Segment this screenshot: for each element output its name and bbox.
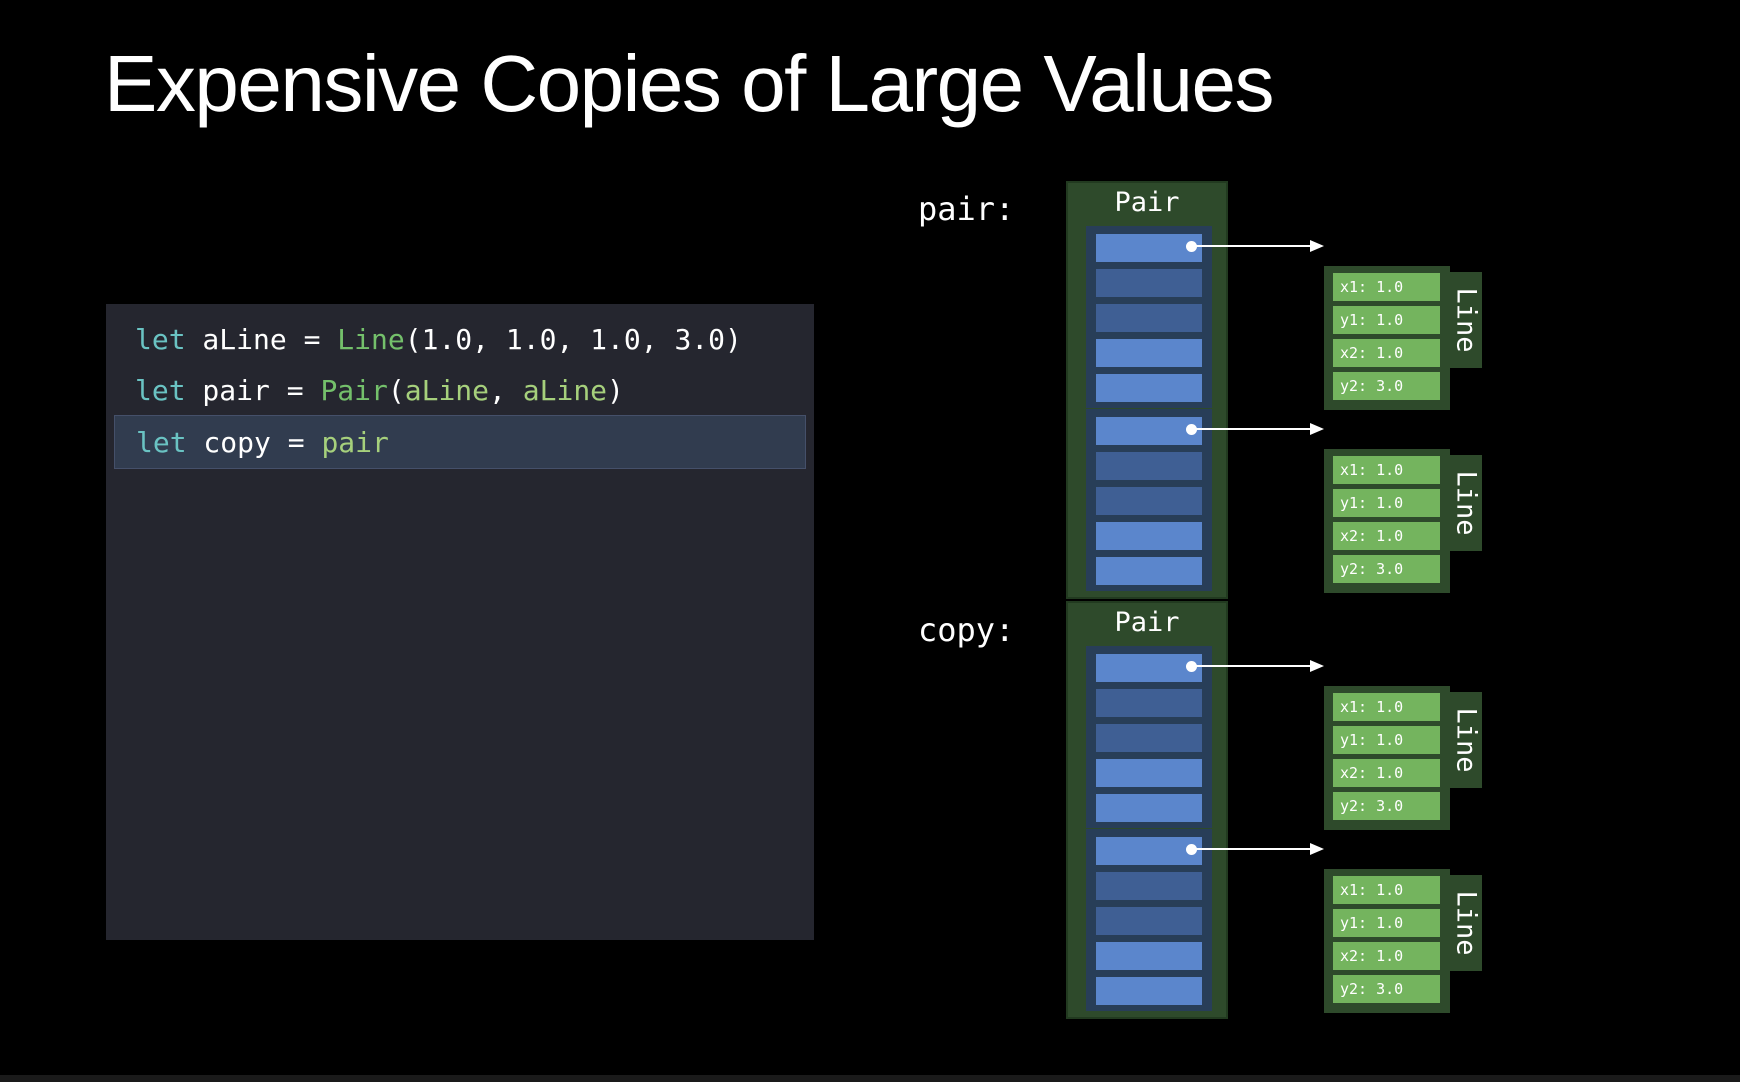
keyword-token: let <box>135 374 186 407</box>
storage-slot <box>1096 452 1202 480</box>
storage-slot <box>1096 794 1202 822</box>
storage-slot <box>1096 942 1202 970</box>
code-token: ) <box>607 374 624 407</box>
storage-slot <box>1096 417 1202 445</box>
arrow-head <box>1310 240 1324 252</box>
line-field-x1: x1: 1.0 <box>1333 456 1440 484</box>
line-field-y1: y1: 1.0 <box>1333 489 1440 517</box>
line-type-tab: Line <box>1450 455 1482 551</box>
line-struct-box: x1: 1.0 y1: 1.0 x2: 1.0 y2: 3.0 <box>1324 686 1450 830</box>
pair-field-group <box>1086 829 1212 1011</box>
arrow-head <box>1310 423 1324 435</box>
pointer-arrow <box>1192 848 1312 850</box>
line-field-y2: y2: 3.0 <box>1333 555 1440 583</box>
line-field-x2: x2: 1.0 <box>1333 759 1440 787</box>
line-field-y1: y1: 1.0 <box>1333 726 1440 754</box>
pair-field-group <box>1086 226 1212 408</box>
line-field-y1: y1: 1.0 <box>1333 909 1440 937</box>
type-token: Pair <box>320 374 388 407</box>
slide-title: Expensive Copies of Large Values <box>104 39 1275 128</box>
storage-slot <box>1096 522 1202 550</box>
code-editor: let aLine = Line(1.0, 1.0, 1.0, 3.0) let… <box>106 304 814 940</box>
pair-type-label: Pair <box>1114 607 1180 638</box>
storage-slot <box>1096 977 1202 1005</box>
code-token: pair = <box>185 374 321 407</box>
code-token: ( <box>387 374 405 407</box>
line-type-tab: Line <box>1450 692 1482 788</box>
line-struct-box: x1: 1.0 y1: 1.0 x2: 1.0 y2: 3.0 <box>1324 869 1450 1013</box>
line-type-label: Line <box>1450 707 1482 773</box>
pair-field-group <box>1086 409 1212 591</box>
line-field-x2: x2: 1.0 <box>1333 942 1440 970</box>
pointer-arrow <box>1192 428 1312 430</box>
line-field-y2: y2: 3.0 <box>1333 372 1440 400</box>
storage-slot <box>1096 689 1202 717</box>
arrow-head <box>1310 660 1324 672</box>
pair-field-group <box>1086 646 1212 828</box>
code-token: copy = <box>186 426 322 459</box>
code-token: , <box>489 374 523 407</box>
pointer-dot <box>1186 844 1197 855</box>
arrow-head <box>1310 843 1324 855</box>
pair-type-label: Pair <box>1114 187 1180 218</box>
code-line-3: let copy = pair <box>114 415 806 469</box>
storage-slot <box>1096 837 1202 865</box>
line-field-y2: y2: 3.0 <box>1333 792 1440 820</box>
storage-slot <box>1096 269 1202 297</box>
line-field-y1: y1: 1.0 <box>1333 306 1440 334</box>
variable-token: pair <box>321 426 389 459</box>
pointer-dot <box>1186 661 1197 672</box>
storage-slot <box>1096 872 1202 900</box>
storage-slot <box>1096 487 1202 515</box>
line-struct-box: x1: 1.0 y1: 1.0 x2: 1.0 y2: 3.0 <box>1324 449 1450 593</box>
keyword-token: let <box>135 323 186 356</box>
line-type-tab: Line <box>1450 875 1482 971</box>
line-field-x2: x2: 1.0 <box>1333 522 1440 550</box>
storage-slot <box>1096 724 1202 752</box>
type-token: Line <box>337 323 405 356</box>
storage-slot <box>1096 654 1202 682</box>
pointer-dot <box>1186 424 1197 435</box>
line-field-x1: x1: 1.0 <box>1333 693 1440 721</box>
pointer-dot <box>1186 241 1197 252</box>
line-field-y2: y2: 3.0 <box>1333 975 1440 1003</box>
code-token: (1.0, 1.0, 1.0, 3.0) <box>404 323 742 356</box>
bottom-divider <box>0 1075 1740 1082</box>
storage-slot <box>1096 374 1202 402</box>
variable-token: aLine <box>522 374 608 407</box>
variable-label: copy: <box>918 611 1015 649</box>
line-field-x1: x1: 1.0 <box>1333 876 1440 904</box>
code-token: aLine = <box>185 323 338 356</box>
pointer-arrow <box>1192 665 1312 667</box>
variable-label: pair: <box>918 190 1015 228</box>
storage-slot <box>1096 557 1202 585</box>
keyword-token: let <box>136 426 187 459</box>
line-type-tab: Line <box>1450 272 1482 368</box>
storage-slot <box>1096 304 1202 332</box>
pointer-arrow <box>1192 245 1312 247</box>
code-line-2: let pair = Pair(aLine, aLine) <box>114 364 806 418</box>
line-type-label: Line <box>1450 287 1482 353</box>
storage-slot <box>1096 759 1202 787</box>
code-line-1: let aLine = Line(1.0, 1.0, 1.0, 3.0) <box>114 313 806 367</box>
storage-slot <box>1096 339 1202 367</box>
pair-struct-box: Pair <box>1066 181 1228 599</box>
line-type-label: Line <box>1450 470 1482 536</box>
line-type-label: Line <box>1450 890 1482 956</box>
variable-token: aLine <box>404 374 490 407</box>
storage-slot <box>1096 907 1202 935</box>
line-field-x1: x1: 1.0 <box>1333 273 1440 301</box>
pair-struct-box: Pair <box>1066 601 1228 1019</box>
line-struct-box: x1: 1.0 y1: 1.0 x2: 1.0 y2: 3.0 <box>1324 266 1450 410</box>
storage-slot <box>1096 234 1202 262</box>
line-field-x2: x2: 1.0 <box>1333 339 1440 367</box>
